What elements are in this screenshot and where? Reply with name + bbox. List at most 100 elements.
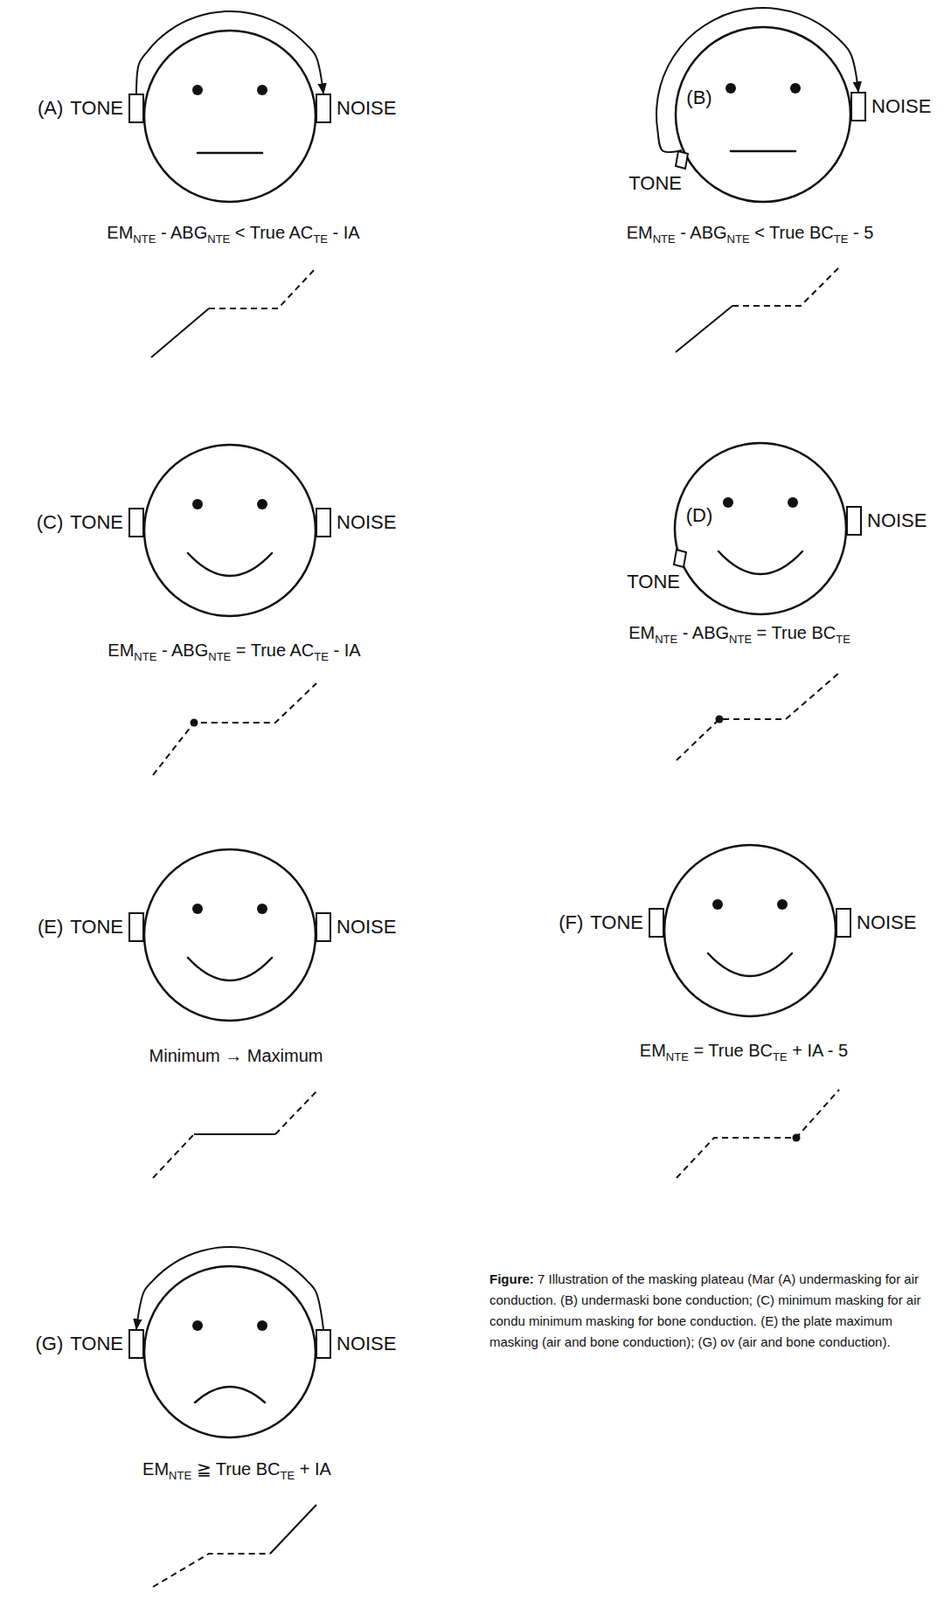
subscript: TE [772,1050,788,1064]
bone-vibrator-outline [675,151,688,169]
plateau-dashed [676,673,840,761]
panel-letter: (G) [35,1332,64,1356]
text-run: (C) [36,511,64,534]
ear-label: NOISE [336,1333,396,1355]
bone-vibrator: TONE [673,548,688,569]
ear-label: NOISE [867,510,927,532]
masking-formula: EMNTE ≧ True BCTE + IA [142,1458,332,1480]
text-run: (A) [37,97,63,119]
masking-formula: EMNTE = True BCTE + IA - 5 [639,1040,848,1062]
masking-formula: EMNTE - ABGNTE = True BCTE [628,622,851,644]
eye-dot [256,499,268,510]
mouth-smile [708,953,792,977]
plateau-dashed [152,1134,195,1179]
subscript: TE [313,650,329,664]
mouth-smile [187,553,272,577]
ear-label: TONE [628,173,682,195]
earphone: NOISE [315,912,332,943]
eye-dot [256,84,268,96]
text-run: ≧ True BC [191,1459,280,1479]
subscript: NTE [133,650,157,664]
mouth-line [197,152,263,155]
subscript: TE [312,232,328,246]
text-run: - ABG [155,222,208,243]
subscript: NTE [652,232,676,246]
face-outline [144,444,316,617]
panel-letter: (A) [37,97,63,120]
plateau-dashed [732,267,840,306]
bone-vibrator-outline [673,549,687,568]
eye-dot [787,497,799,508]
plateau-dashed [152,1554,271,1588]
crossover-arrow [136,1247,324,1330]
bold-run: Figure: [489,1271,535,1287]
masking-formula: EMNTE - ABGNTE < True BCTE - 5 [626,222,875,243]
earphone: NOISE [850,91,867,122]
earphone: NOISE [846,506,862,536]
text-run: = True AC [230,640,314,660]
text-run: EM [628,623,655,643]
plateau-point [190,719,199,728]
text-run: + IA - 5 [787,1041,848,1061]
text-run: Minimum → Maximum [149,1046,324,1066]
face-outline [144,849,316,1021]
eye-dot [192,84,203,96]
text-run: - IA [328,640,361,660]
face-outline [664,845,836,1017]
text-run: EM [639,1041,667,1061]
text-run: EM [107,640,134,660]
mouth-smile [187,957,272,981]
subscript: NTE [728,632,752,646]
eye-dot [192,903,203,915]
ear-label: TONE [69,1333,124,1355]
bone-vibrator-shape [674,150,689,170]
plateau-solid [194,1133,276,1136]
plateau-point [792,1134,801,1143]
face-outline [674,443,847,615]
masking-formula: EMNTE - ABGNTE = True ACTE - IA [107,639,361,661]
subscript: TE [835,632,851,646]
subscript: NTE [168,1469,192,1483]
eye-dot [777,899,788,910]
earphone: NOISE [315,93,332,124]
text-run: EM [626,222,653,243]
earphone: NOISE [315,1329,332,1360]
range-note: Minimum → Maximum [149,1045,324,1067]
plateau-point [715,715,724,724]
figure-caption: Figure: 7 Illustration of the masking pl… [489,1269,943,1354]
plateau-solid [151,308,209,358]
earphone: TONE [648,908,665,938]
text-run: - ABG [677,623,729,643]
text-run: (E) [37,916,63,938]
mouth-smile [718,551,803,575]
earphone: TONE [128,507,145,538]
subscript: NTE [207,232,230,246]
subscript: TE [833,232,849,246]
subscript: NTE [208,650,231,664]
eye-dot [712,899,723,910]
ear-label: TONE [69,916,124,938]
eye-dot [256,903,268,915]
face-outline [144,30,316,202]
ear-label: NOISE [336,916,396,938]
mouth-frown [194,1387,265,1403]
earphone: TONE [128,93,145,124]
ear-label: TONE [69,97,124,119]
text-run: < True AC [229,222,313,243]
text-run: (G) [35,1332,64,1355]
subscript: NTE [727,232,750,246]
earphone: TONE [128,1329,145,1360]
text-run: (D) [686,504,714,527]
text-run: EM [106,222,133,243]
face-outline [144,1266,316,1438]
panel-letter: (B) [686,86,712,110]
plateau-dashed [208,267,317,309]
subscript: TE [280,1469,296,1483]
text-run: (F) [558,911,584,934]
ear-label: TONE [590,912,644,934]
panel-letter: (C) [36,511,64,535]
ear-label: NOISE [871,96,931,118]
mouth-line [730,150,796,153]
text-run: - ABG [675,222,728,243]
earphone: NOISE [315,507,332,538]
